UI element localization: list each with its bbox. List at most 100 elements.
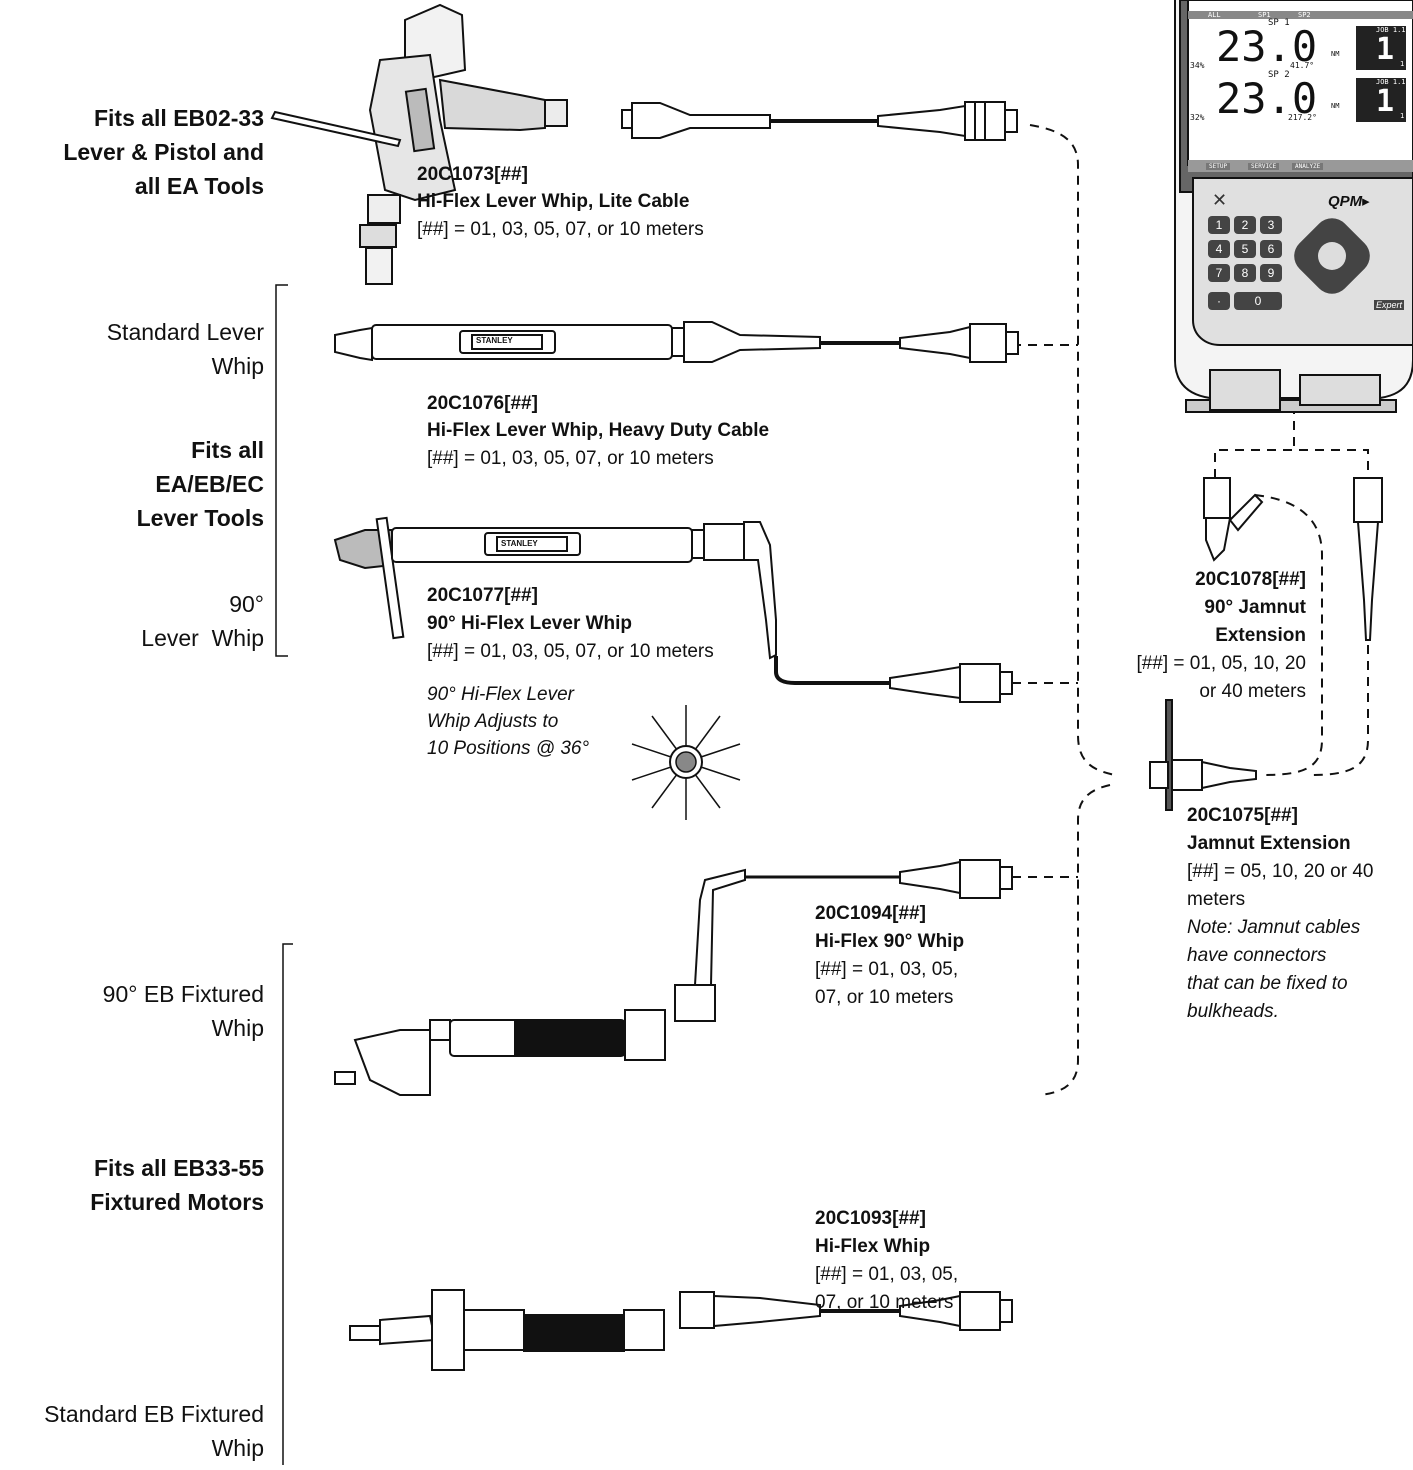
part-1078: 20C1078[##] [1140, 568, 1306, 592]
label-line: Whip [0, 1014, 264, 1043]
name-1094: Hi-Flex 90° Whip [815, 930, 964, 954]
rotation-positions-illustration [632, 705, 740, 820]
controller-model-label: Expert [1374, 300, 1404, 310]
label-fits-eb33-55: Fits all EB33-55 Fixtured Motors [0, 1154, 264, 1217]
controller-screen: 02:19 PM ALL SP1 SP2 SP 1 23.0 NM 34% 41… [1188, 0, 1413, 165]
note-1075-line2: have connectors [1187, 944, 1326, 968]
name-1077: 90° Hi-Flex Lever Whip [427, 612, 632, 636]
label-ninety-eb-fixtured: 90° EB Fixtured Whip [0, 980, 264, 1043]
sp1-count: 1 [1376, 32, 1394, 67]
label-line: Lever Whip [0, 624, 264, 653]
key-6[interactable]: 6 [1260, 240, 1282, 258]
straight-extension-illustration [1354, 478, 1382, 640]
keypad: 1 2 3 4 5 6 7 8 9 · 0 [1208, 216, 1298, 316]
lengths-1078-line1: [##] = 01, 05, 10, 20 [1100, 652, 1306, 676]
label-line: Standard EB Fixtured [0, 1400, 264, 1429]
label-line: Lever & Pistol and [0, 138, 264, 167]
lengths-1076: [##] = 01, 03, 05, 07, or 10 meters [427, 447, 714, 471]
label-line: Fits all EB02-33 [0, 104, 264, 133]
note-1077-line1: 90° Hi-Flex Lever [427, 683, 574, 707]
label-line: EA/EB/EC [0, 470, 264, 499]
lengths-1093-line1: [##] = 01, 03, 05, [815, 1263, 958, 1287]
label-fits-eb02-33: Fits all EB02-33 Lever & Pistol and all … [0, 104, 264, 201]
name-1076: Hi-Flex Lever Whip, Heavy Duty Cable [427, 419, 769, 443]
sp1-percent: 34% [1190, 61, 1204, 70]
lengths-1075-line2: meters [1187, 888, 1245, 912]
part-1076: 20C1076[##] [427, 392, 538, 416]
lengths-1093-line2: 07, or 10 meters [815, 1291, 953, 1315]
lengths-1077: [##] = 01, 03, 05, 07, or 10 meters [427, 640, 714, 664]
part-1073: 20C1073[##] [417, 163, 528, 187]
sp2-percent: 32% [1190, 113, 1204, 122]
jamnut-extension-illustration [1150, 700, 1256, 810]
screen-tab-all[interactable]: ALL [1208, 11, 1221, 19]
label-line: Whip [0, 352, 264, 381]
part-1094: 20C1094[##] [815, 902, 926, 926]
key-3[interactable]: 3 [1260, 216, 1282, 234]
lengths-1078-line2: or 40 meters [1140, 680, 1306, 704]
note-1075-line4: bulkheads. [1187, 1000, 1279, 1024]
lengths-1094-line1: [##] = 01, 03, 05, [815, 958, 958, 982]
lengths-1075-line1: [##] = 05, 10, 20 or 40 [1187, 860, 1373, 884]
label-ninety-lever-whip: 90° Lever Whip [0, 590, 264, 653]
lengths-1094-line2: 07, or 10 meters [815, 986, 953, 1010]
tool-brand-1077: STANLEY [501, 539, 538, 548]
note-1077-line2: Whip Adjusts to [427, 710, 558, 734]
screen-tab-sp2[interactable]: SP2 [1298, 11, 1311, 19]
bracket-lever-tools [276, 285, 288, 656]
jamnut-90-illustration [1204, 478, 1262, 560]
key-dot[interactable]: · [1208, 292, 1230, 310]
name-1093: Hi-Flex Whip [815, 1235, 930, 1259]
key-7[interactable]: 7 [1208, 264, 1230, 282]
sp1-small: 1 [1400, 60, 1404, 68]
lever-tool-1076-illustration [335, 322, 1018, 362]
tool-brand-1076: STANLEY [476, 336, 513, 345]
key-9[interactable]: 9 [1260, 264, 1282, 282]
softkey-service[interactable]: SERVICE [1248, 163, 1279, 170]
sp2-small: 1 [1400, 112, 1404, 120]
name-1075: Jamnut Extension [1187, 832, 1351, 856]
name-1078-line2: Extension [1140, 624, 1306, 648]
part-1077: 20C1077[##] [427, 584, 538, 608]
name-1073: Hi-Flex Lever Whip, Lite Cable [417, 190, 689, 214]
label-fits-lever-tools: Fits all EA/EB/EC Lever Tools [0, 436, 264, 533]
key-4[interactable]: 4 [1208, 240, 1230, 258]
label-line: Fits all EB33-55 [0, 1154, 264, 1183]
controller-brand-logo: QPM▸ [1328, 192, 1370, 210]
lever-tool-1077-illustration [335, 518, 1012, 702]
name-1078-line1: 90° Jamnut [1140, 596, 1306, 620]
key-2[interactable]: 2 [1234, 216, 1256, 234]
label-standard-lever-whip: Standard Lever Whip [0, 318, 264, 381]
label-standard-eb-fixtured: Standard EB Fixtured Whip [0, 1400, 264, 1463]
sp1-angle: 41.7° [1290, 61, 1314, 70]
label-line: Fixtured Motors [0, 1188, 264, 1217]
part-1093: 20C1093[##] [815, 1207, 926, 1231]
label-line: Fits all [0, 436, 264, 465]
label-line: Whip [0, 1434, 264, 1463]
pistol-tool-illustration [272, 5, 567, 284]
keypad-icon-x: ✕ [1212, 190, 1227, 211]
key-0[interactable]: 0 [1234, 292, 1282, 310]
part-1075: 20C1075[##] [1187, 804, 1298, 828]
cable-1073-illustration [622, 102, 1017, 140]
key-1[interactable]: 1 [1208, 216, 1230, 234]
key-8[interactable]: 8 [1234, 264, 1256, 282]
softkey-setup[interactable]: SETUP [1206, 163, 1230, 170]
note-1077-line3: 10 Positions @ 36° [427, 737, 589, 761]
label-line: 90° [0, 590, 264, 619]
softkey-analyze[interactable]: ANALYZE [1292, 163, 1323, 170]
label-line: Lever Tools [0, 504, 264, 533]
sp2-count: 1 [1376, 84, 1394, 119]
sp2-angle: 217.2° [1288, 113, 1317, 122]
label-line: 90° EB Fixtured [0, 980, 264, 1009]
navigation-center-button[interactable] [1318, 242, 1346, 270]
key-5[interactable]: 5 [1234, 240, 1256, 258]
sp1-unit: NM [1331, 50, 1339, 58]
lengths-1073: [##] = 01, 03, 05, 07, or 10 meters [417, 218, 704, 242]
bracket-fixtured-motors [283, 944, 293, 1465]
note-1075-line1: Note: Jamnut cables [1187, 916, 1360, 940]
sp2-unit: NM [1331, 102, 1339, 110]
label-line: Standard Lever [0, 318, 264, 347]
label-line: all EA Tools [0, 172, 264, 201]
